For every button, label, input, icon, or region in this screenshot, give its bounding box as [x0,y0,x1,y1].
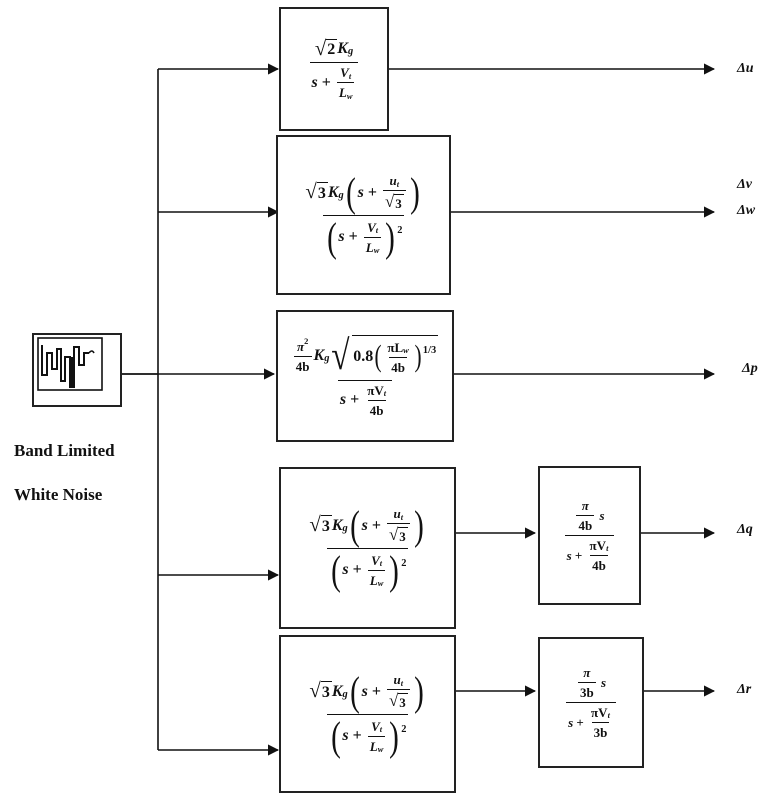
noise-source-block [32,333,122,407]
source-label-line2: White Noise [14,485,103,504]
output-label-q: Δq [737,522,753,537]
source-label-line1: Band Limited [14,441,115,460]
output-label-u: Δu [737,61,754,76]
output-label-p: Δp [742,361,758,376]
output-label-w: Δw [737,203,756,218]
noise-icon [37,337,103,391]
output-label-v: Δv [737,177,752,192]
output-label-r: Δr [737,682,752,697]
